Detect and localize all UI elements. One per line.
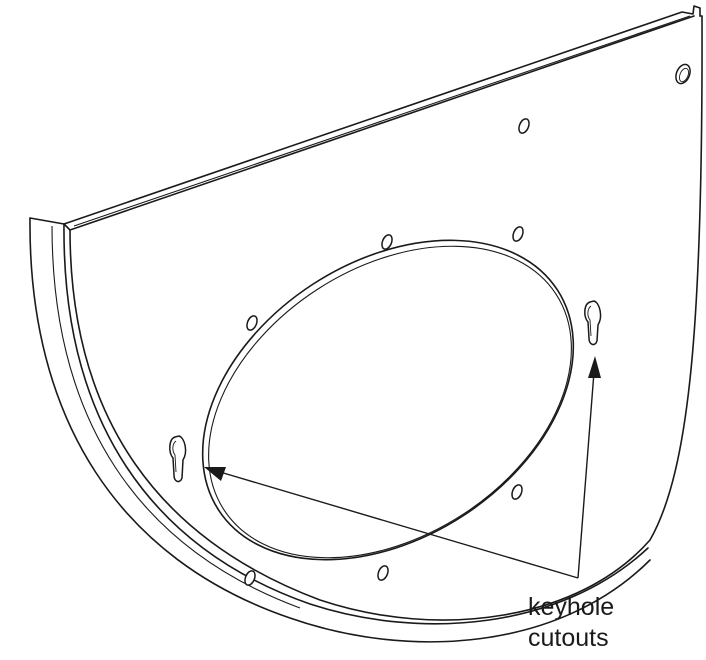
center-oval-opening: [201, 239, 575, 561]
mounting-hole: [511, 484, 523, 500]
mounting-holes: [244, 63, 691, 586]
callout-arrow-right: [577, 371, 595, 579]
arrowhead-left: [204, 467, 226, 481]
keyhole-cutout-left: [169, 435, 187, 483]
arrowhead-right: [588, 356, 601, 378]
plate-face: [69, 15, 703, 621]
callout-arrows: [204, 356, 601, 579]
mounting-hole: [244, 570, 256, 586]
mounting-hole: [381, 234, 393, 250]
mounting-hole: [377, 565, 389, 581]
curved-edge-flange: [29, 217, 651, 643]
keyhole-cutout-right: [584, 300, 602, 346]
callout-label: keyhole cutouts: [528, 592, 614, 654]
callout-arrow-left: [219, 471, 579, 579]
mounting-hole: [518, 118, 530, 134]
top-flange: [63, 5, 701, 231]
mounting-hole: [675, 63, 691, 85]
callout-label-line1: keyhole: [528, 593, 615, 621]
callout-label-line2: cutouts: [528, 624, 609, 652]
mounting-hole: [246, 315, 258, 331]
mounting-hole: [512, 226, 524, 242]
